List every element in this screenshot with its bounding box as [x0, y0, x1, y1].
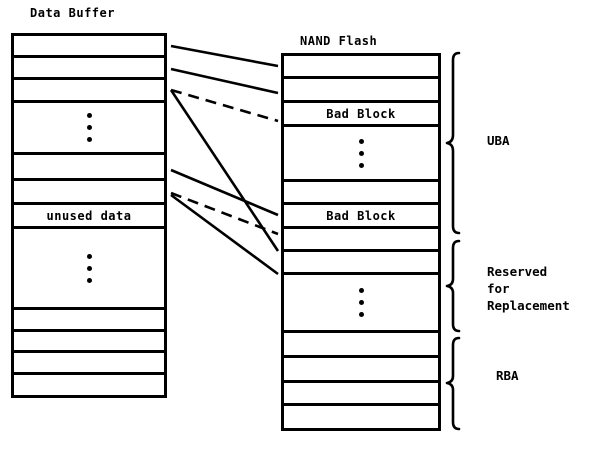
- region-label-uba: UBA: [487, 133, 510, 148]
- mapping-line-solid: [170, 168, 279, 217]
- nand-flash-cell: [284, 79, 438, 103]
- nand-flash-cell: [284, 252, 438, 275]
- mapping-line-solid: [170, 67, 279, 95]
- nand-flash-cell-bad-block: Bad Block: [284, 103, 438, 127]
- vertical-ellipsis-icon: [358, 138, 364, 168]
- vertical-ellipsis-icon: [86, 253, 92, 283]
- vertical-ellipsis-icon: [86, 113, 92, 142]
- mapping-line-solid: [169, 89, 280, 252]
- nand-flash-cell: [284, 358, 438, 383]
- nand-flash-cell: [284, 406, 438, 428]
- nand-flash-cell: [284, 56, 438, 79]
- nand-flash-cell: [284, 383, 438, 406]
- nand-flash-cell-ellipsis: [284, 275, 438, 333]
- region-braces: [445, 51, 461, 431]
- data-buffer-cell: [14, 375, 164, 395]
- region-label-reserved-for-replacement: Reserved for Replacement: [487, 264, 570, 313]
- brace-rba: [445, 336, 461, 431]
- brace-uba: [445, 51, 461, 235]
- mapping-line-dashed: [170, 191, 279, 236]
- nand-flash-column: Bad Block Bad Block: [281, 53, 441, 431]
- data-buffer-cell: [14, 155, 164, 181]
- mapping-line-solid: [170, 44, 279, 68]
- bad-block-label: Bad Block: [326, 208, 396, 223]
- mapping-line-dashed: [170, 88, 279, 123]
- mapping-lines: [169, 44, 280, 276]
- data-buffer-cell: [14, 332, 164, 353]
- data-buffer-cell: [14, 181, 164, 205]
- unused-data-label: unused data: [46, 208, 132, 223]
- data-buffer-column: unused data: [11, 33, 167, 398]
- data-buffer-cell: [14, 58, 164, 80]
- data-buffer-cell: [14, 36, 164, 58]
- nand-flash-cell-ellipsis: [284, 127, 438, 182]
- vertical-ellipsis-icon: [358, 288, 364, 317]
- data-buffer-cell: [14, 80, 164, 103]
- data-buffer-title: Data Buffer: [30, 6, 115, 20]
- nand-flash-cell-bad-block: Bad Block: [284, 205, 438, 229]
- nand-flash-cell: [284, 229, 438, 252]
- bad-block-label: Bad Block: [326, 106, 396, 121]
- region-label-rba: RBA: [496, 368, 519, 383]
- brace-reserved: [445, 239, 461, 333]
- data-buffer-cell-ellipsis: [14, 229, 164, 310]
- nand-flash-title: NAND Flash: [300, 34, 378, 48]
- nand-flash-cell: [284, 333, 438, 358]
- mapping-line-solid: [170, 193, 279, 276]
- data-buffer-cell-unused-data: unused data: [14, 205, 164, 229]
- data-buffer-cell: [14, 310, 164, 332]
- nand-flash-cell: [284, 182, 438, 205]
- data-buffer-cell: [14, 353, 164, 375]
- data-buffer-cell-ellipsis: [14, 103, 164, 155]
